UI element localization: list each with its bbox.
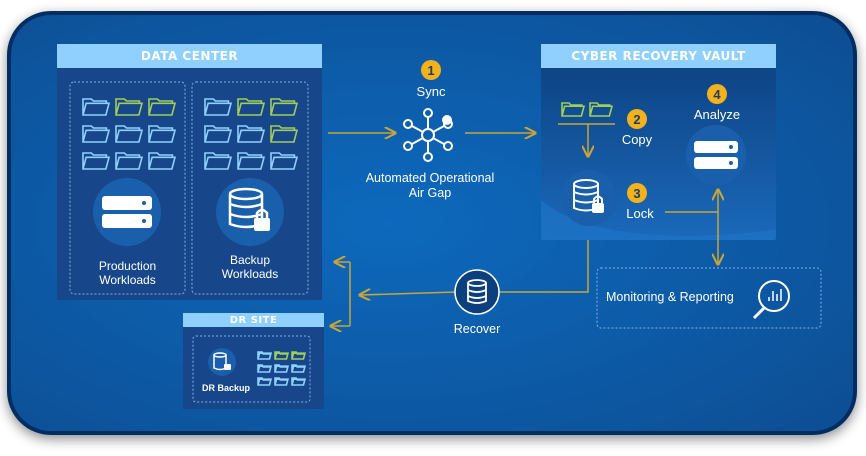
folder-icon — [270, 152, 299, 170]
dr-folders — [257, 351, 307, 386]
dr-site-title: DR SITE — [229, 314, 278, 326]
step-badge-2: 2 — [627, 109, 647, 129]
folder-icon — [204, 152, 233, 170]
folder-icon — [257, 377, 273, 386]
folder-icon — [237, 125, 266, 143]
database-lock-icon — [216, 178, 284, 246]
folder-icon — [115, 125, 144, 143]
folder-icon — [561, 102, 586, 117]
analytics-icon — [752, 280, 790, 320]
data-center-panel — [57, 44, 322, 300]
vault-database-lock-icon — [561, 170, 617, 226]
step-badge-3: 3 — [627, 183, 647, 203]
analyze-server-icon — [686, 125, 746, 185]
folder-icon — [204, 125, 233, 143]
folder-icon — [291, 364, 307, 373]
folder-icon — [270, 125, 299, 143]
backup-box — [191, 81, 309, 295]
folder-icon — [148, 98, 177, 116]
folder-icon — [82, 98, 111, 116]
step-label-copy: Copy — [621, 132, 653, 147]
recover-label: Recover — [453, 322, 501, 336]
step-badge-4: 4 — [707, 84, 727, 104]
folder-icon — [270, 98, 299, 116]
step-label-lock: Lock — [626, 206, 654, 221]
step-label-analyze: Analyze — [693, 107, 741, 122]
recover-database-icon — [454, 269, 500, 315]
dr-site-header-bar — [183, 313, 324, 327]
monitoring-box — [596, 267, 822, 329]
folder-icon — [82, 152, 111, 170]
folder-icon — [274, 364, 290, 373]
data-center-header-bar — [57, 44, 322, 68]
backup-label: Backup Workloads — [221, 253, 279, 282]
folder-icon — [274, 351, 290, 360]
server-icon — [93, 178, 161, 246]
vault-folders — [561, 102, 614, 117]
monitoring-label: Monitoring & Reporting — [606, 290, 734, 304]
production-box — [69, 81, 186, 295]
production-folders — [82, 98, 177, 170]
folder-icon — [148, 152, 177, 170]
folder-icon — [257, 364, 273, 373]
folder-icon — [115, 152, 144, 170]
production-label: Production Workloads — [98, 259, 157, 288]
step-badge-1: 1 — [421, 60, 441, 80]
folder-icon — [82, 125, 111, 143]
folder-icon — [204, 98, 233, 116]
vault-title: CYBER RECOVERY VAULT — [571, 49, 746, 63]
dr-database-lock-icon — [208, 348, 236, 376]
dr-site-panel — [183, 313, 324, 409]
backup-folders — [204, 98, 299, 170]
folder-icon — [148, 125, 177, 143]
dr-backup-label: DR Backup — [201, 383, 250, 393]
folder-icon — [291, 377, 307, 386]
folder-icon — [237, 152, 266, 170]
data-center-title: DATA CENTER — [140, 49, 239, 63]
folder-icon — [589, 102, 614, 117]
air-gap-label: Automated Operational Air Gap — [365, 171, 495, 200]
vault-header-bar — [541, 44, 776, 68]
folder-icon — [274, 377, 290, 386]
folder-icon — [237, 98, 266, 116]
hub-icon — [403, 108, 453, 162]
folder-icon — [257, 351, 273, 360]
folder-icon — [291, 351, 307, 360]
step-label-sync: Sync — [416, 84, 446, 99]
folder-icon — [115, 98, 144, 116]
